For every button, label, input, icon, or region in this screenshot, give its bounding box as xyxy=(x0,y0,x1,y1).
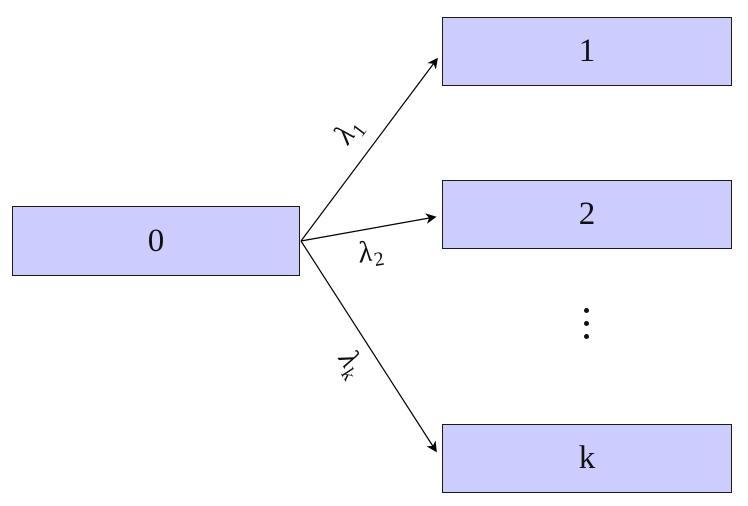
vertical-ellipsis-icon xyxy=(584,308,589,339)
state-node-0: 0 xyxy=(12,206,300,276)
lambda-symbol: λ xyxy=(355,234,375,270)
state-node-k-label: k xyxy=(578,440,596,476)
edge-label-lambda-k: λk xyxy=(329,344,371,384)
state-node-2: 2 xyxy=(442,180,732,249)
state-node-1: 1 xyxy=(442,17,732,86)
state-node-1-label: 1 xyxy=(578,33,596,69)
state-node-k: k xyxy=(442,424,732,493)
transition-arrow-0-to-k xyxy=(300,240,437,453)
state-node-2-label: 2 xyxy=(578,196,596,232)
state-node-0-label: 0 xyxy=(147,222,165,259)
lambda-subscript: 2 xyxy=(372,247,386,271)
edge-label-lambda-1: λ1 xyxy=(327,112,371,152)
edge-label-lambda-2: λ2 xyxy=(356,235,386,273)
transition-arrow-0-to-1 xyxy=(300,57,438,242)
